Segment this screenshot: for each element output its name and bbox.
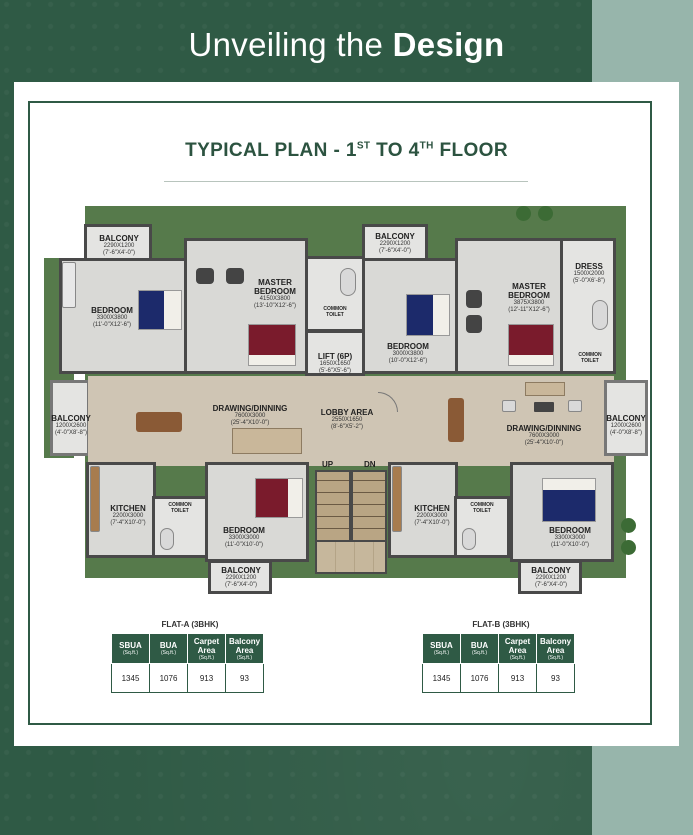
- kitchen-counter-icon: [392, 466, 402, 532]
- dining-table-icon: [448, 398, 464, 442]
- chair-icon: [502, 400, 516, 412]
- kitchen-counter-icon: [90, 466, 100, 532]
- armchair-icon: [466, 290, 482, 308]
- value-balcony-area: 93: [225, 663, 264, 693]
- wardrobe-icon: [62, 262, 76, 308]
- chair-icon: [568, 400, 582, 412]
- armchair-icon: [226, 268, 244, 284]
- heading-divider: [164, 181, 528, 182]
- tv-unit-icon: [534, 402, 554, 412]
- room-balcony-bottom-left: [208, 560, 272, 594]
- table-row: 1345 1076 913 93: [111, 663, 264, 693]
- header-bua: BUA(Sq.ft.): [149, 633, 188, 664]
- tree-icon: [621, 518, 636, 533]
- bed-icon: [255, 478, 303, 518]
- stairs-down-label: DN: [364, 460, 376, 469]
- armchair-icon: [466, 315, 482, 333]
- room-toilet-d: [454, 496, 510, 558]
- header-bua: BUA(Sq.ft.): [460, 633, 499, 664]
- label-toilet-a: COMMON TOILET: [323, 306, 347, 318]
- staircase-landing: [315, 540, 387, 574]
- flat-a-area-table: SBUA(Sq.ft.) BUA(Sq.ft.) Carpet Area(Sq.…: [111, 633, 264, 693]
- room-balcony-bottom-right: [518, 560, 582, 594]
- room-bedroom-left: [59, 258, 187, 374]
- label-toilet-b: COMMON TOILET: [578, 352, 602, 364]
- header-balcony-area: Balcony Area(Sq.ft.): [225, 633, 264, 664]
- page-title: Unveiling the Design: [188, 26, 505, 63]
- tub-icon: [160, 528, 174, 550]
- header-sbua: SBUA(Sq.ft.): [422, 633, 461, 664]
- tub-icon: [462, 528, 476, 550]
- value-balcony-area: 93: [536, 663, 575, 693]
- sofa-icon: [232, 428, 302, 454]
- stairs-up-label: UP: [322, 460, 334, 469]
- header-balcony-area: Balcony Area(Sq.ft.): [536, 633, 575, 664]
- sofa-icon: [525, 382, 565, 396]
- armchair-icon: [196, 268, 214, 284]
- tree-icon: [538, 206, 553, 221]
- room-toilet-a: [305, 256, 365, 332]
- value-carpet-area: 913: [187, 663, 226, 693]
- room-lift: [305, 330, 365, 376]
- value-bua: 1076: [460, 663, 499, 693]
- value-carpet-area: 913: [498, 663, 537, 693]
- bed-icon: [508, 324, 554, 366]
- tree-icon: [516, 206, 531, 221]
- tree-icon: [621, 540, 636, 555]
- flat-b-area-table: SBUA(Sq.ft.) BUA(Sq.ft.) Carpet Area(Sq.…: [422, 633, 575, 693]
- flat-a-title: FLAT-A (3BHK): [161, 620, 219, 629]
- staircase-down: [351, 470, 387, 542]
- value-sbua: 1345: [111, 663, 150, 693]
- header-sbua: SBUA(Sq.ft.): [111, 633, 150, 664]
- bed-icon: [138, 290, 182, 330]
- header-carpet-area: Carpet Area(Sq.ft.): [187, 633, 226, 664]
- bed-icon: [406, 294, 450, 336]
- room-balcony-right: [604, 380, 648, 456]
- room-lobby: [305, 376, 391, 466]
- table-row: 1345 1076 913 93: [422, 663, 575, 693]
- room-drawing-b: [390, 376, 614, 466]
- tub-icon: [592, 300, 608, 330]
- flat-b-title: FLAT-B (3BHK): [472, 620, 530, 629]
- label-toilet-c: COMMON TOILET: [168, 502, 192, 514]
- bed-icon: [542, 478, 596, 522]
- label-lift: LIFT (6P)1650X1650(5'-6"X5'-6"): [317, 352, 353, 374]
- dining-table-icon: [136, 412, 182, 432]
- value-bua: 1076: [149, 663, 188, 693]
- staircase-up: [315, 470, 351, 542]
- tub-icon: [340, 268, 356, 296]
- header-carpet-area: Carpet Area(Sq.ft.): [498, 633, 537, 664]
- plan-heading: TYPICAL PLAN - 1ST TO 4TH FLOOR: [185, 140, 508, 161]
- value-sbua: 1345: [422, 663, 461, 693]
- plan-card-frame: [28, 101, 652, 725]
- label-toilet-d: COMMON TOILET: [470, 502, 494, 514]
- bed-icon: [248, 324, 296, 366]
